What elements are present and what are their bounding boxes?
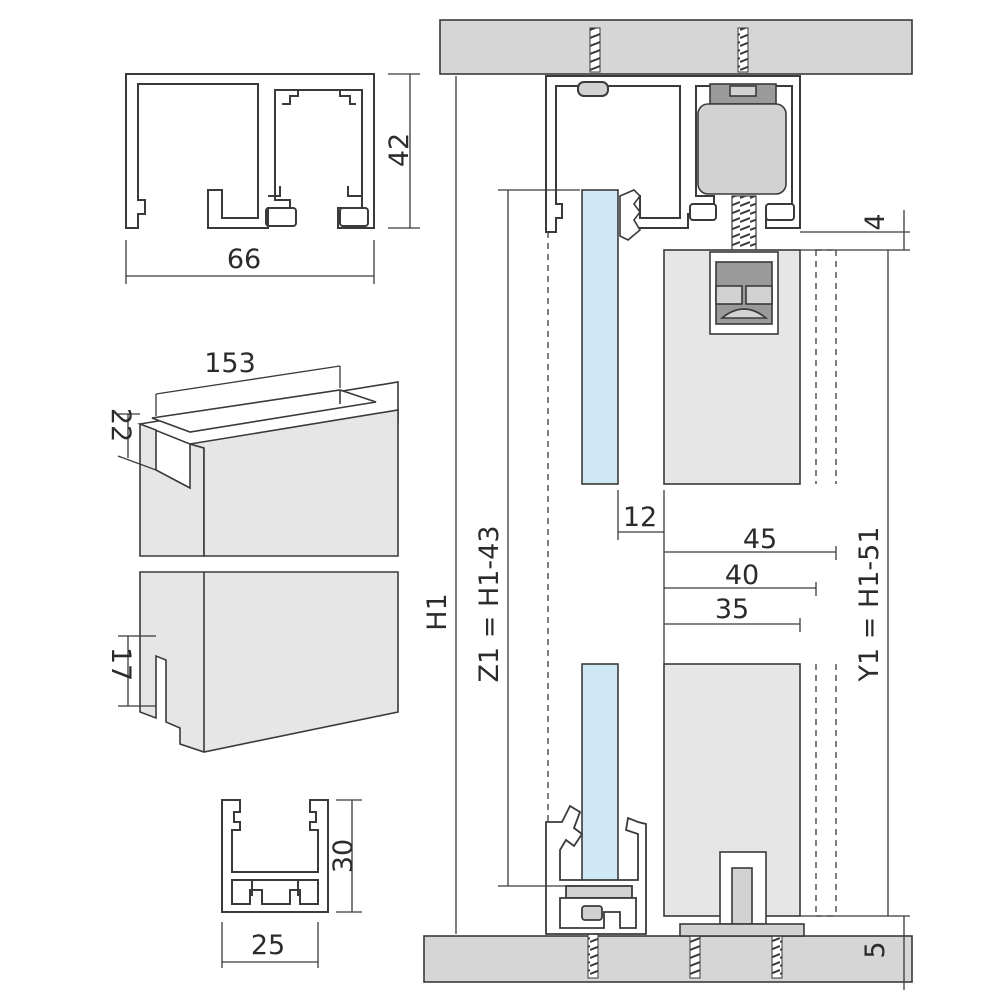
glass-panel-icon bbox=[581, 189, 619, 485]
glass-panel-icon bbox=[581, 663, 619, 889]
roller-icon bbox=[697, 83, 787, 195]
screw-icon bbox=[771, 933, 783, 979]
glass-clamp bbox=[619, 189, 642, 241]
screw-icon bbox=[731, 195, 757, 253]
roller-bracket bbox=[709, 251, 779, 335]
floor-icon bbox=[423, 935, 913, 983]
panel-dim-45: 45 bbox=[743, 524, 777, 555]
bottom-profile-dimensions bbox=[221, 799, 362, 968]
floor-guide bbox=[679, 851, 805, 937]
gap-bottom-label: 5 bbox=[860, 941, 891, 958]
panel-dim-35: 35 bbox=[715, 594, 749, 625]
groove-width-label: 153 bbox=[204, 348, 256, 379]
panel-3d-dimensions bbox=[117, 365, 341, 707]
screw-icon bbox=[589, 27, 601, 73]
section-dimensions bbox=[455, 76, 910, 990]
bottom-guide-section bbox=[545, 804, 647, 935]
z1-label: Z1 = H1-43 bbox=[474, 525, 505, 682]
bottom-profile-height-label: 30 bbox=[328, 839, 359, 873]
h1-label: H1 bbox=[422, 593, 453, 630]
glass-offset-label: 12 bbox=[623, 502, 657, 533]
panel-3d bbox=[137, 381, 399, 753]
screw-icon bbox=[737, 27, 749, 73]
groove-depth-top-label: 22 bbox=[105, 408, 136, 442]
bottom-guide-profile bbox=[221, 799, 329, 913]
top-profile-width-label: 66 bbox=[227, 244, 261, 275]
groove-depth-bottom-label: 17 bbox=[105, 647, 136, 681]
ceiling-icon bbox=[439, 19, 913, 75]
y1-label: Y1 = H1-51 bbox=[854, 526, 885, 682]
top-profile-height-label: 42 bbox=[384, 133, 415, 167]
screw-icon bbox=[689, 933, 701, 979]
top-track-profile bbox=[125, 73, 375, 229]
bottom-profile-width-label: 25 bbox=[251, 930, 285, 961]
top-profile-dimensions bbox=[125, 73, 420, 284]
panel-dim-40: 40 bbox=[725, 560, 759, 591]
screw-icon bbox=[587, 933, 599, 979]
gap-top-label: 4 bbox=[860, 213, 891, 230]
